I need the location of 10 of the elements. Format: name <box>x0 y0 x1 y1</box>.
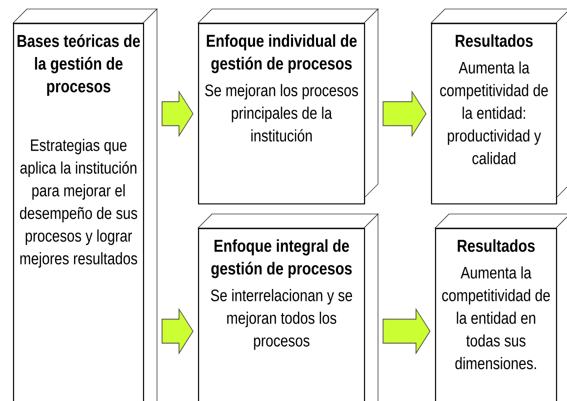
node-label: Estrategias que aplica la institución para mejorar el desempeño de sus procesos y lograr mejores resultados <box>20 138 138 268</box>
block-arrow <box>162 308 194 355</box>
node-label: Bases teóricas de la gestión de procesos <box>18 34 140 96</box>
node-label: Se interrelacionan y se mejoran todos los procesos <box>210 289 352 350</box>
block-arrow <box>382 90 426 138</box>
node-label: Aumenta la competitividad de la entidad en todas sus dimensiones. <box>442 266 550 370</box>
block-arrow <box>162 90 194 138</box>
node-label: Enfoque integral de gestión de procesos <box>211 239 352 278</box>
block-arrow <box>382 308 430 355</box>
node-label: Resultados <box>458 239 535 252</box>
